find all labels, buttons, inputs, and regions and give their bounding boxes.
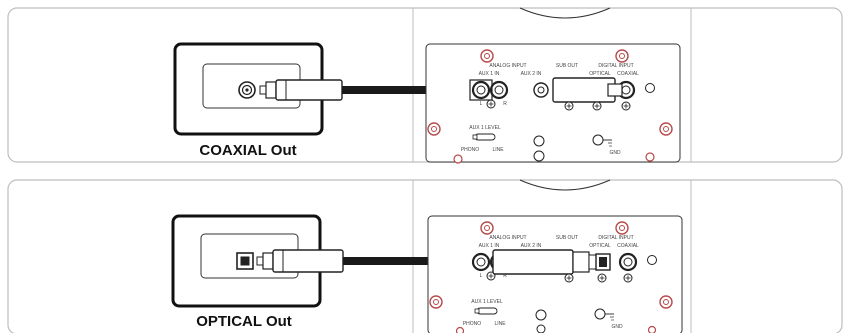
label-coaxial: COAXIAL <box>617 71 639 77</box>
source-label: COAXIAL Out <box>199 142 296 159</box>
screw-icon <box>659 122 673 136</box>
label-left: L <box>480 273 483 279</box>
optical-jack-icon <box>236 252 254 270</box>
screw-icon <box>615 49 629 63</box>
aux1-left-jack <box>471 80 491 100</box>
rear-jack <box>536 324 546 333</box>
label-phono: PHONO <box>463 321 481 327</box>
panel-frame <box>7 7 843 163</box>
rear-jack <box>647 255 657 265</box>
screw-icon <box>659 295 673 309</box>
rear-jack <box>533 150 545 162</box>
optical-cable <box>343 257 493 265</box>
ground-screw-icon <box>486 99 496 109</box>
source-label: OPTICAL Out <box>196 313 292 330</box>
coaxial-plug-icon <box>469 79 623 101</box>
label-analog-input: ANALOG INPUT <box>489 63 526 69</box>
rear-jack <box>535 309 547 321</box>
label-aux1-level: AUX 1 LEVEL <box>471 299 503 305</box>
ground-screw-icon <box>623 273 633 283</box>
digital-optical-jack <box>595 253 611 271</box>
aux1-right-jack <box>489 80 509 100</box>
label-right: R <box>503 101 507 107</box>
screw-icon <box>480 49 494 63</box>
coaxial-jack-icon <box>238 81 256 99</box>
aux2-jack <box>533 82 549 98</box>
gnd-terminal-icon <box>592 134 612 147</box>
coaxial-cable <box>342 86 470 94</box>
label-aux2-in: AUX 2 IN <box>521 243 542 249</box>
label-aux1-in: AUX 1 IN <box>479 243 500 249</box>
panel-optical: OPTICAL Out ANALOG INPUT AUX 1 IN AUX 2 … <box>7 179 843 333</box>
rear-panel: ANALOG INPUT AUX 1 IN AUX 2 IN SUB OUT D… <box>427 215 683 333</box>
aux1-level-switch <box>472 133 496 141</box>
ground-screw-icon <box>621 101 631 111</box>
label-sub-out: SUB OUT <box>556 63 578 69</box>
rear-jack <box>533 135 545 147</box>
screw-icon <box>429 295 443 309</box>
label-coaxial: COAXIAL <box>617 243 639 249</box>
ground-screw-icon <box>597 273 607 283</box>
rear-panel: ANALOG INPUT AUX 1 IN AUX 2 IN SUB OUT D… <box>425 43 681 164</box>
screw-icon <box>427 122 441 136</box>
label-gnd: GND <box>609 150 621 156</box>
label-right: R <box>503 273 507 279</box>
ground-screw-icon <box>592 101 602 111</box>
ground-screw-icon <box>564 101 574 111</box>
toslink-plug-icon <box>256 249 344 273</box>
label-line: LINE <box>494 321 506 327</box>
label-optical: OPTICAL <box>589 243 611 249</box>
panel-coaxial: COAXIAL Out ANALOG INPUT AUX 1 IN AUX 2 … <box>7 7 843 164</box>
screw-icon <box>455 326 465 333</box>
rca-plug-icon <box>259 79 343 101</box>
sub-out-connector <box>552 77 616 103</box>
label-line: LINE <box>492 147 504 153</box>
screw-icon <box>615 221 629 235</box>
screw-icon <box>647 325 657 333</box>
label-sub-out: SUB OUT <box>556 235 578 241</box>
screw-icon <box>645 152 655 162</box>
unit-dome <box>519 7 611 19</box>
label-digital-input: DIGITAL INPUT <box>598 235 633 241</box>
rear-jack <box>645 83 655 93</box>
label-phono: PHONO <box>461 147 479 153</box>
label-aux1-in: AUX 1 IN <box>479 71 500 77</box>
label-optical: OPTICAL <box>589 71 611 77</box>
aux1-left-jack <box>471 252 491 272</box>
label-left: L <box>480 101 483 107</box>
label-analog-input: ANALOG INPUT <box>489 235 526 241</box>
screw-icon <box>480 221 494 235</box>
gnd-terminal-icon <box>594 308 614 321</box>
panel-frame <box>7 179 843 333</box>
toslink-plug-icon <box>572 251 598 273</box>
screw-icon <box>453 154 463 164</box>
sub-out-connector <box>492 249 574 275</box>
label-aux2-in: AUX 2 IN <box>521 71 542 77</box>
label-aux1-level: AUX 1 LEVEL <box>469 125 501 131</box>
ground-screw-icon <box>564 273 574 283</box>
label-digital-input: DIGITAL INPUT <box>598 63 633 69</box>
unit-dome <box>519 179 611 191</box>
digital-coaxial-jack <box>618 252 638 272</box>
aux1-level-switch <box>474 307 498 315</box>
label-gnd: GND <box>611 324 623 330</box>
